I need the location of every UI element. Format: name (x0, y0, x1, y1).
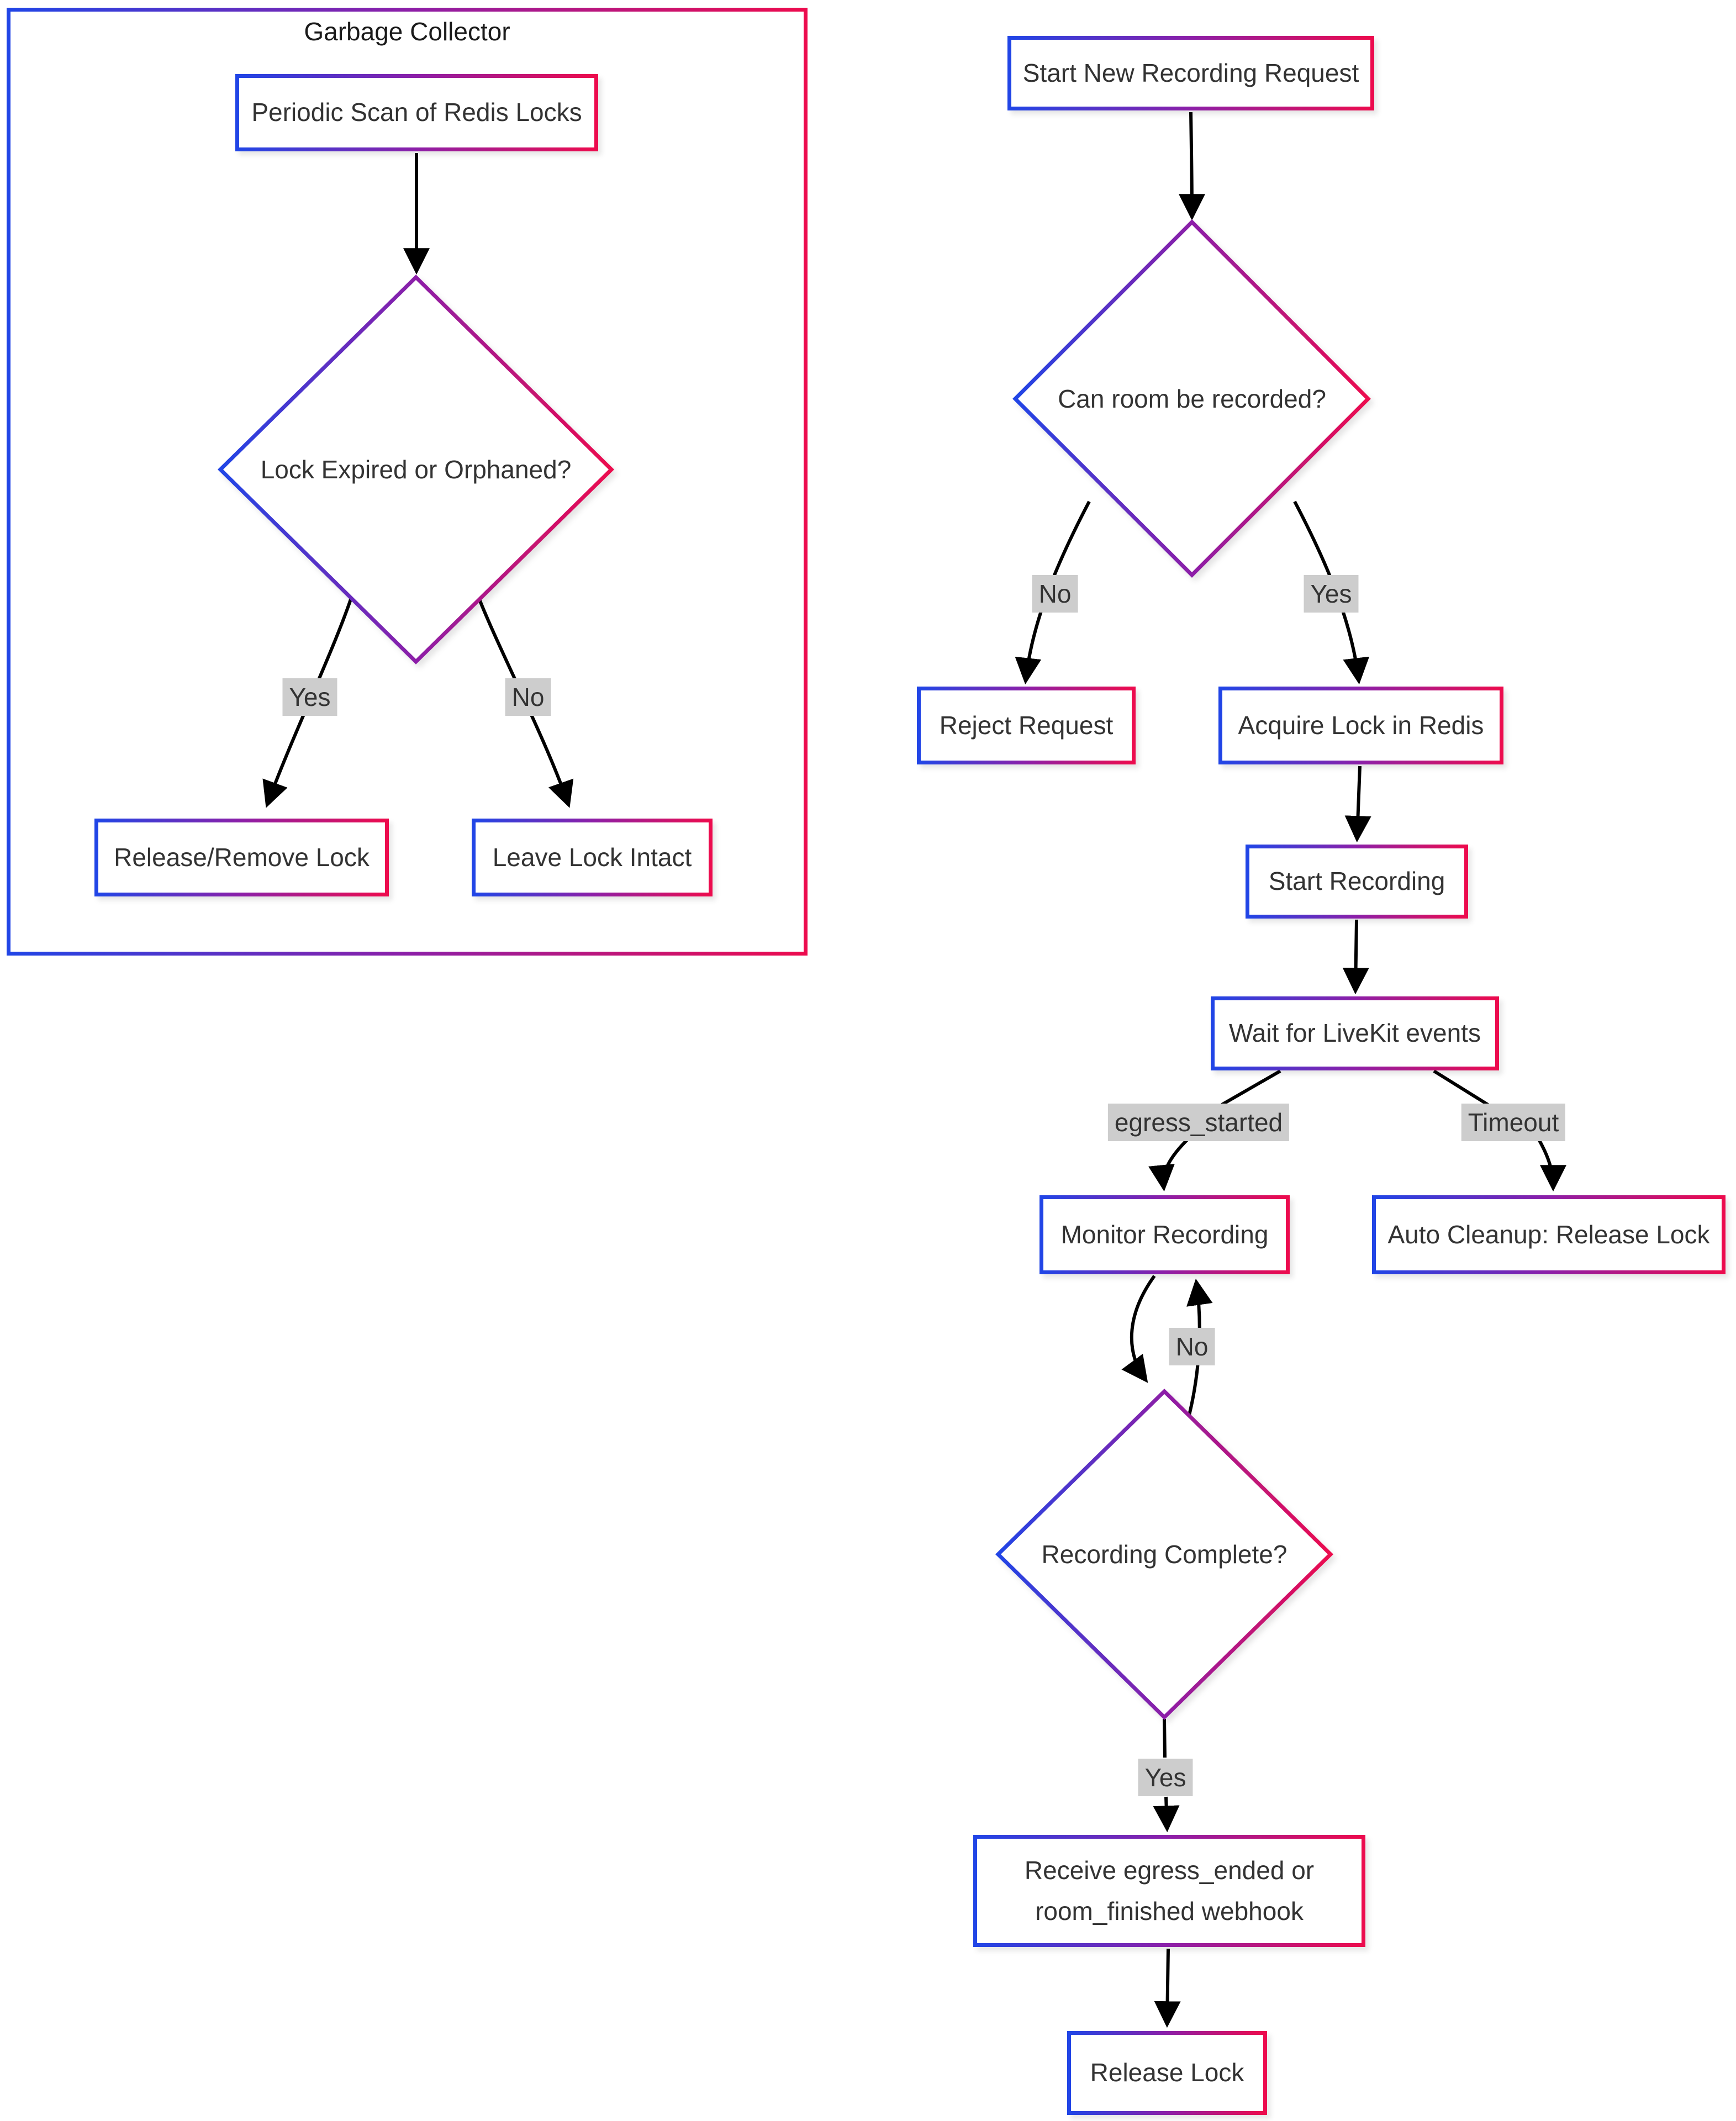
node-periodic-scan: Periodic Scan of Redis Locks (235, 74, 598, 151)
edge-wait-to-timeout-label (1433, 1069, 1489, 1106)
decision-lock-expired-label: Lock Expired or Orphaned? (260, 455, 572, 484)
edge-complete-to-yes-label (1163, 1718, 1167, 1758)
edge-label-complete-no: No (1169, 1328, 1215, 1365)
node-acquire-lock: Acquire Lock in Redis (1218, 687, 1503, 764)
node-release-lock: Release Lock (1067, 2031, 1267, 2115)
node-auto-cleanup: Auto Cleanup: Release Lock (1372, 1195, 1726, 1274)
node-start-recording: Start Recording (1246, 845, 1468, 919)
edge-label-complete-yes: Yes (1138, 1759, 1193, 1796)
decision-recording-complete-label: Recording Complete? (1041, 1540, 1288, 1569)
node-wait-events: Wait for LiveKit events (1211, 996, 1499, 1070)
edge-monitor-to-complete (1121, 1275, 1156, 1383)
node-receive-webhook-line1: Receive egress_ended or (1024, 1855, 1315, 1885)
edge-start-to-decision (1178, 112, 1205, 221)
edge-label-egress-started: egress_started (1107, 1104, 1290, 1141)
edge-startrec-to-wait (1342, 919, 1369, 995)
edge-receive-to-release (1154, 1948, 1181, 2028)
edge-label-record-no: No (1032, 575, 1078, 613)
edge-egress-label-to-monitor (1148, 1138, 1189, 1192)
node-receive-webhook: Receive egress_ended or room_finished we… (973, 1835, 1365, 1947)
edge-label-timeout: Timeout (1461, 1104, 1566, 1141)
node-reject-request: Reject Request (917, 687, 1136, 764)
node-leave-lock-intact: Leave Lock Intact (472, 819, 713, 896)
decision-can-record-label: Can room be recorded? (1058, 384, 1326, 413)
cluster-garbage-collector (7, 8, 808, 956)
edge-wait-to-egress-label (1221, 1069, 1281, 1106)
cluster-title: Garbage Collector (304, 17, 510, 46)
edge-label-record-yes: Yes (1304, 575, 1359, 613)
edge-acquire-to-startrec (1344, 766, 1371, 843)
edge-label-gc-no: No (505, 678, 551, 716)
decision-can-record-shape (1012, 219, 1371, 578)
edge-yes-label-to-receive (1153, 1796, 1180, 1833)
node-release-remove-lock: Release/Remove Lock (94, 819, 389, 896)
edge-label-gc-yes: Yes (282, 678, 337, 716)
edge-timeout-label-to-cleanup (1537, 1138, 1566, 1192)
decision-recording-complete-shape (995, 1389, 1334, 1720)
node-receive-webhook-line2: room_finished webhook (1035, 1896, 1304, 1925)
node-monitor-recording: Monitor Recording (1040, 1195, 1290, 1274)
node-start-request: Start New Recording Request (1007, 36, 1374, 110)
